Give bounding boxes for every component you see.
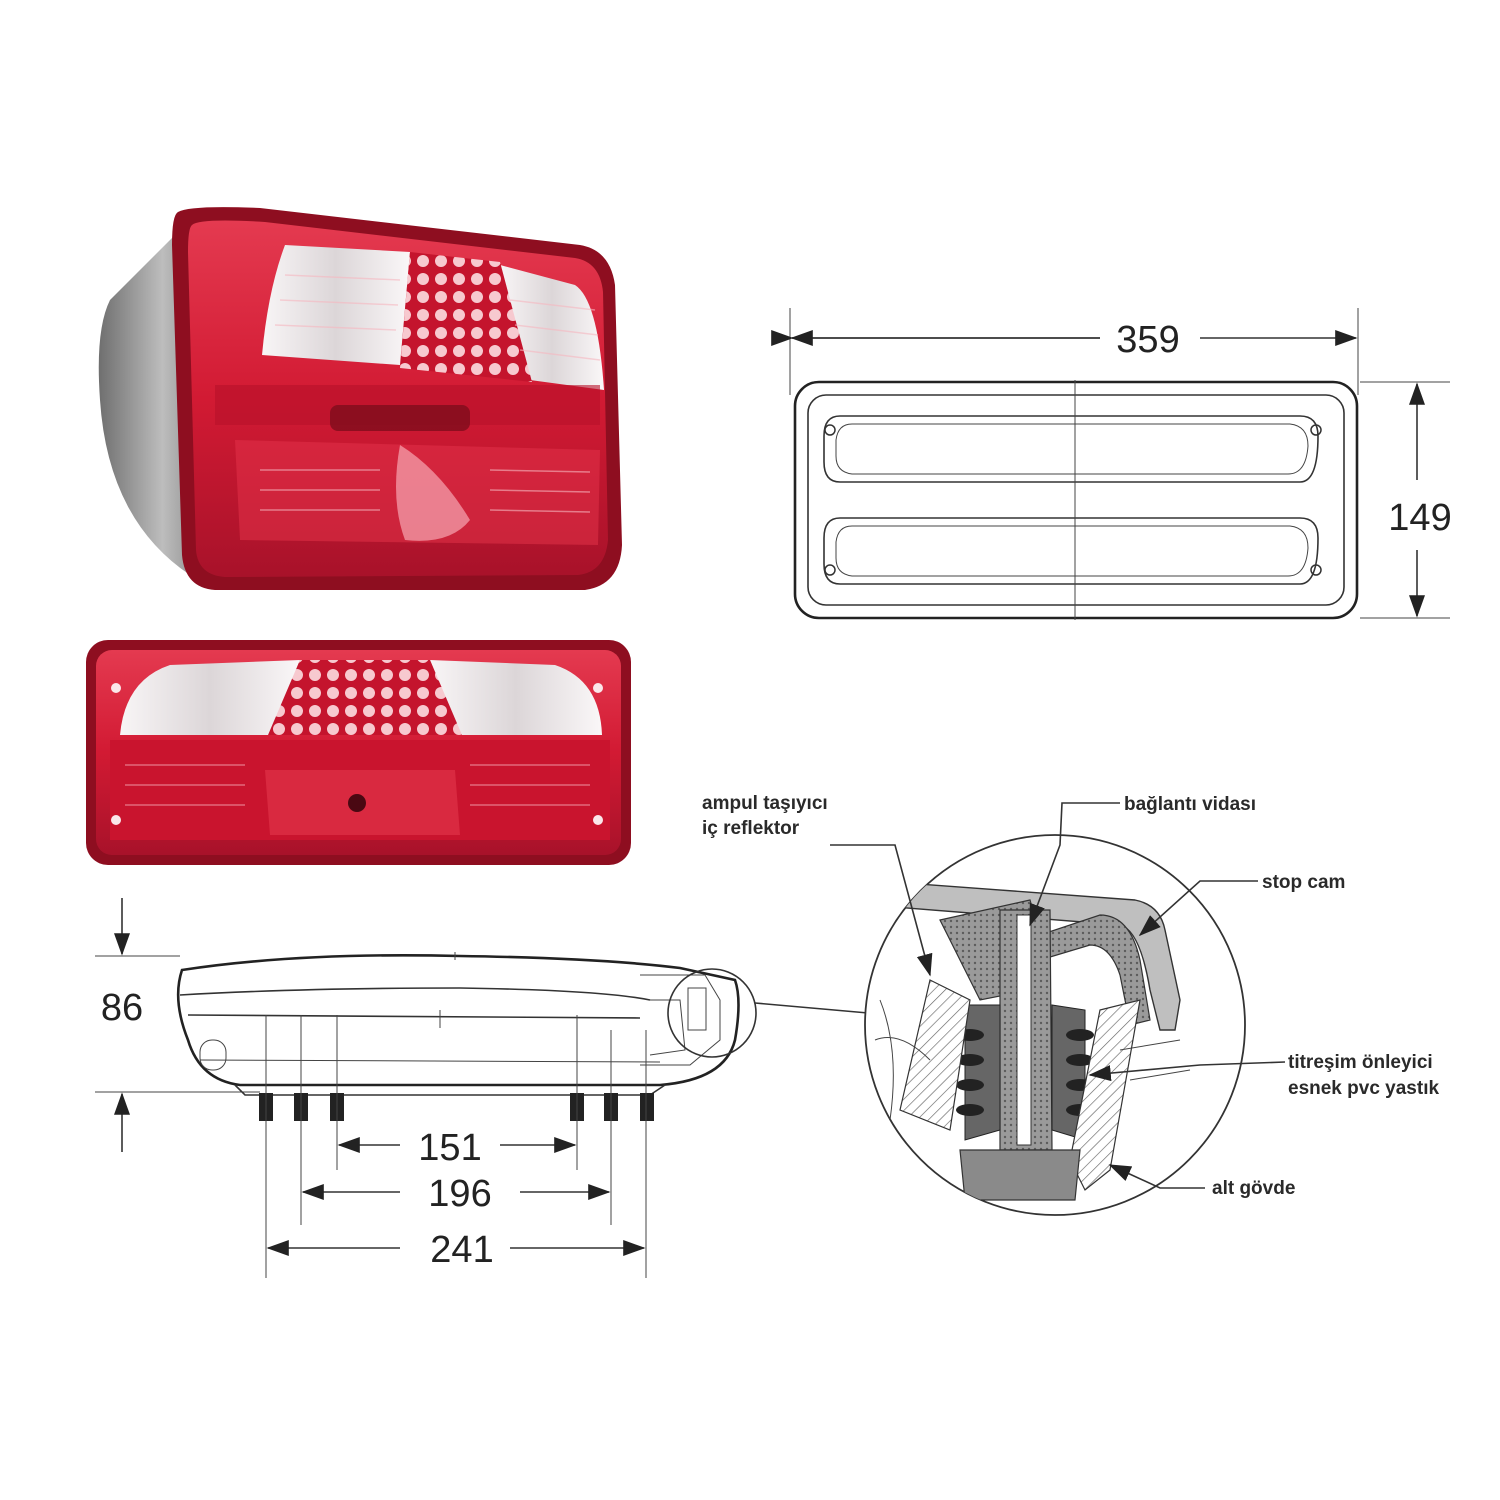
front-view-drawing: 359 149 bbox=[771, 308, 1452, 620]
lamp-perspective-photo bbox=[98, 207, 622, 590]
callout-bulb-carrier-line1: ampul taşıyıcı bbox=[702, 793, 828, 814]
callout-lower-body: alt gövde bbox=[1212, 1178, 1295, 1199]
spacing-241: 241 bbox=[430, 1229, 493, 1271]
side-view-drawing: 86 bbox=[95, 898, 869, 1278]
width-dimension: 359 bbox=[1116, 319, 1179, 361]
spacing-196: 196 bbox=[428, 1173, 491, 1215]
height-dimension: 149 bbox=[1388, 497, 1451, 539]
callout-connection-screw: bağlantı vidası bbox=[1124, 794, 1256, 815]
section-detail: ampul taşıyıcı iç reflektor bağlantı vid… bbox=[702, 793, 1439, 1216]
lamp-front-photo bbox=[86, 640, 631, 865]
callout-anti-vibration-line1: titreşim önleyici bbox=[1288, 1052, 1433, 1073]
depth-dimension: 86 bbox=[101, 987, 143, 1029]
callout-stop-lens: stop cam bbox=[1262, 872, 1345, 893]
spacing-151: 151 bbox=[418, 1127, 481, 1169]
connector-pins bbox=[259, 1093, 654, 1121]
callout-anti-vibration-line2: esnek pvc yastık bbox=[1288, 1078, 1439, 1099]
callout-bulb-carrier-line2: iç reflektor bbox=[702, 818, 800, 839]
